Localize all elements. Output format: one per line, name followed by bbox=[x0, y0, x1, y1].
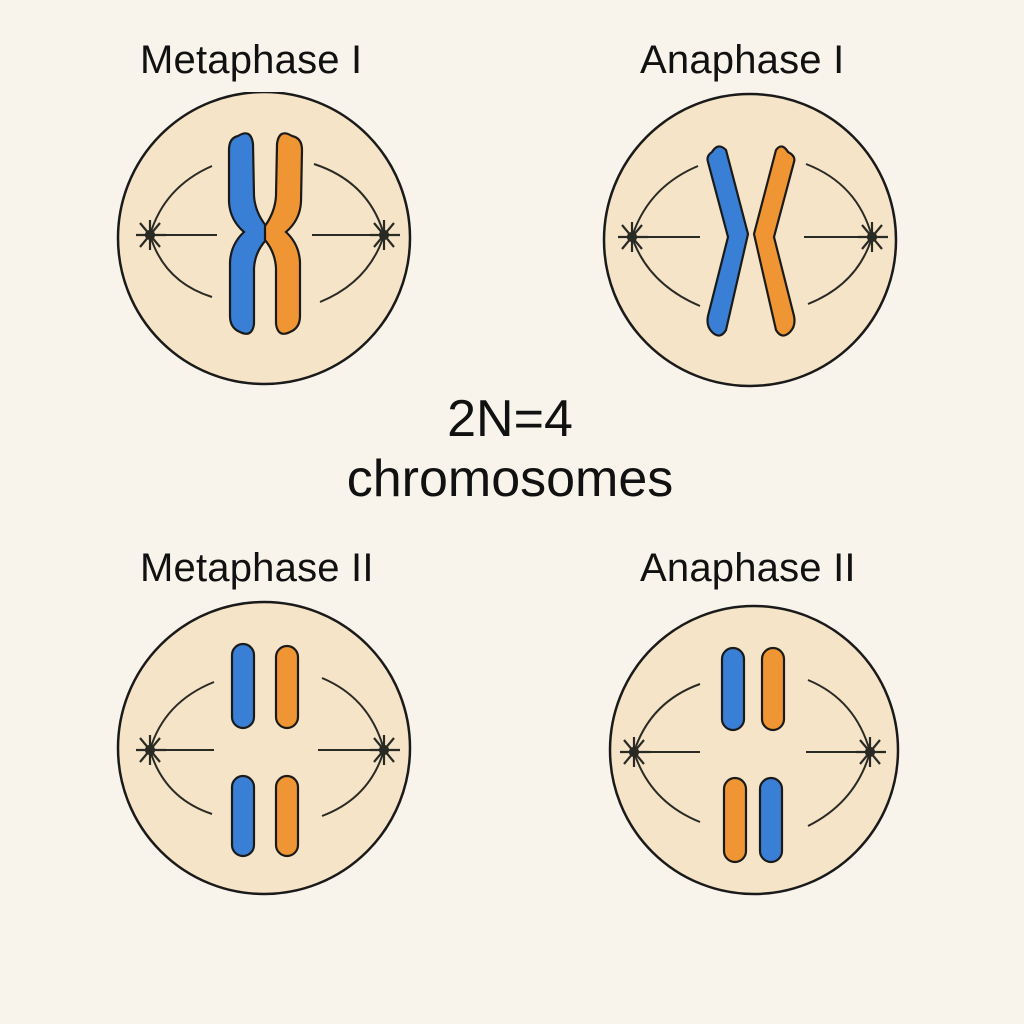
metaphase-1-cell bbox=[116, 92, 412, 386]
metaphase-2-label: Metaphase II bbox=[140, 546, 374, 590]
chromosome-pair bbox=[227, 132, 304, 335]
chromosomes-text: chromosomes bbox=[346, 449, 674, 508]
spindle-fibers bbox=[149, 163, 385, 303]
metaphase-2-cell bbox=[116, 600, 412, 896]
metaphase-1-label: Metaphase I bbox=[140, 38, 363, 82]
orange-chromatid bbox=[274, 774, 300, 858]
centrosome-right-icon bbox=[858, 222, 888, 252]
anaphase-1-cell bbox=[602, 92, 898, 388]
separating-chromosomes bbox=[706, 145, 796, 337]
blue-chromatid bbox=[230, 642, 256, 730]
orange-chromatid bbox=[722, 776, 748, 864]
centrosome-right-icon bbox=[856, 737, 886, 767]
orange-chromatid bbox=[274, 644, 300, 730]
ploidy-text: 2N=4 bbox=[447, 390, 573, 448]
blue-chromosome bbox=[706, 145, 750, 337]
orange-chromatid bbox=[760, 646, 786, 732]
centrosome-right-icon bbox=[370, 220, 400, 250]
centrosome-left-icon bbox=[136, 735, 166, 765]
blue-chromosome bbox=[227, 132, 268, 335]
cell-membrane bbox=[608, 604, 900, 896]
chromatids bbox=[720, 646, 786, 864]
centrosome-left-icon bbox=[620, 737, 650, 767]
anaphase-2-label: Anaphase II bbox=[640, 546, 856, 590]
cell-membrane bbox=[116, 600, 412, 896]
orange-chromosome bbox=[752, 145, 796, 337]
anaphase-1-label: Anaphase I bbox=[640, 38, 845, 82]
blue-chromatid bbox=[720, 646, 746, 732]
blue-chromatid bbox=[230, 774, 256, 858]
centrosome-right-icon bbox=[370, 735, 400, 765]
orange-chromosome bbox=[263, 132, 304, 335]
chromatids bbox=[230, 642, 300, 858]
centrosome-left-icon bbox=[136, 220, 166, 250]
spindle-fibers bbox=[149, 677, 385, 817]
cell-membrane bbox=[602, 92, 898, 388]
anaphase-2-cell bbox=[608, 604, 900, 896]
centrosome-left-icon bbox=[618, 222, 648, 252]
spindle-fibers bbox=[633, 679, 871, 827]
chromosome-number-caption: 2N=4 chromosomes bbox=[300, 390, 720, 510]
blue-chromatid bbox=[758, 776, 784, 864]
